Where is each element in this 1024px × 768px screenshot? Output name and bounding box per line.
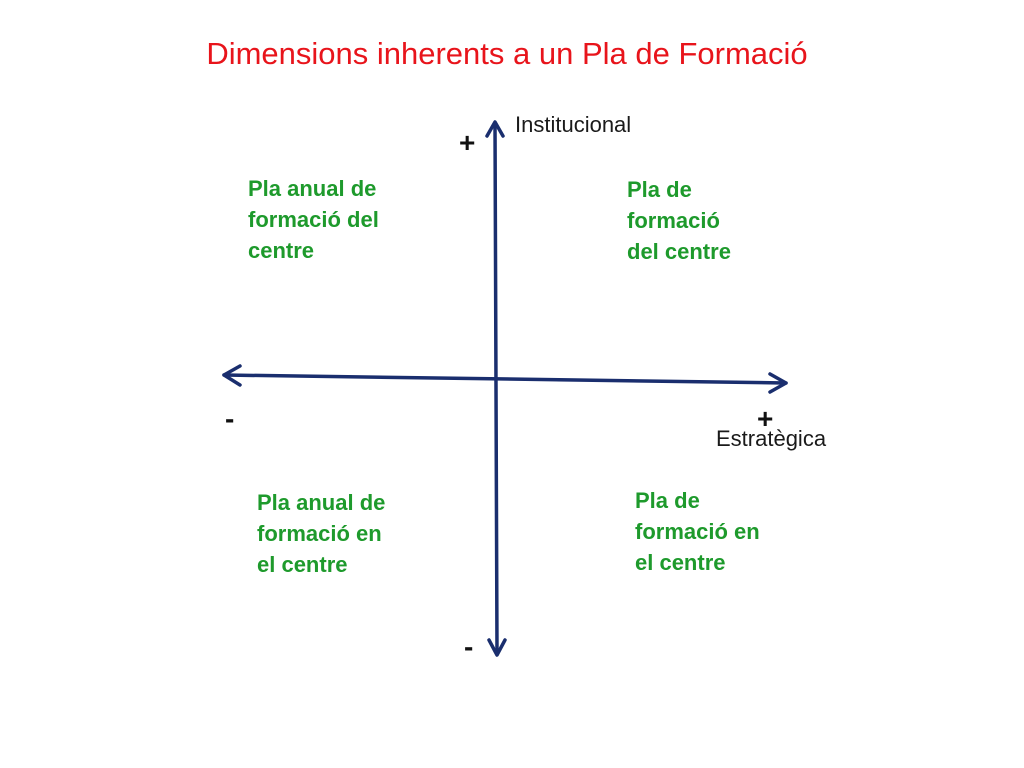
quadrant-text-line: del centre — [627, 239, 731, 264]
quadrant-top-left: Pla anual de formació del centre — [248, 173, 379, 266]
quadrant-text-line: Pla de — [627, 177, 692, 202]
horizontal-negative-sign: - — [225, 403, 235, 434]
horizontal-axis — [222, 364, 788, 394]
vertical-positive-sign: + — [459, 127, 476, 158]
quadrant-bottom-left: Pla anual de formació en el centre — [257, 487, 385, 580]
horizontal-positive-sign: + — [757, 403, 774, 434]
quadrant-text-line: Pla anual de — [257, 490, 386, 515]
quadrant-text-line: formació en — [635, 519, 760, 544]
quadrant-text-line: el centre — [257, 552, 348, 577]
horizontal-axis-right-arrowhead — [768, 372, 788, 394]
quadrant-bottom-right: Pla de formació en el centre — [635, 485, 760, 578]
quadrant-text-line: formació — [627, 208, 720, 233]
quadrant-top-right: Pla de formació del centre — [627, 174, 731, 267]
quadrant-text-line: Pla anual de — [248, 176, 377, 201]
page-title: Dimensions inherents a un Pla de Formaci… — [206, 36, 808, 71]
horizontal-axis-left-arrowhead — [222, 364, 242, 387]
vertical-axis — [485, 120, 507, 657]
quadrant-text-line: formació del — [248, 207, 379, 232]
vertical-axis-up-arrowhead — [485, 120, 505, 138]
quadrant-text-line: centre — [248, 238, 315, 263]
quadrant-text-line: Pla de — [635, 488, 700, 513]
vertical-axis-label: Institucional — [515, 112, 632, 137]
quadrant-text-line: el centre — [635, 550, 726, 575]
quadrant-text-line: formació en — [257, 521, 382, 546]
vertical-negative-sign: - — [464, 631, 474, 662]
vertical-axis-down-arrowhead — [487, 638, 507, 657]
horizontal-axis-label: Estratègica — [716, 426, 827, 451]
